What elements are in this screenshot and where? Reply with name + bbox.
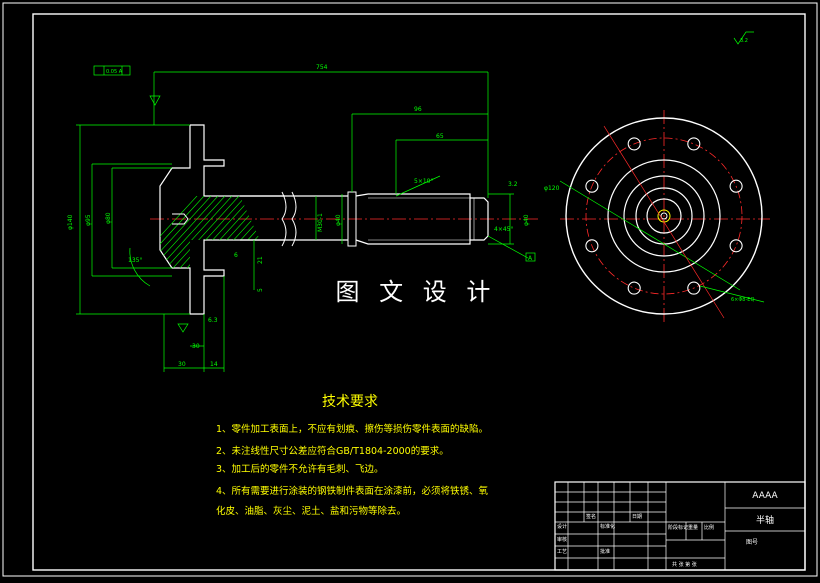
dim-dia-140: φ140: [67, 214, 74, 230]
svg-text:3.2: 3.2: [740, 38, 748, 44]
flange-end-view: φ120 6×Φ8-EQ: [544, 110, 770, 322]
label-sheet: 共 张 第 张: [672, 561, 697, 568]
hatch-line: [217, 168, 260, 268]
dim-len-65: 65: [436, 133, 444, 140]
dim-overall-length: 754: [316, 64, 328, 71]
inner-border: [32, 13, 806, 571]
svg-text:A: A: [528, 255, 533, 262]
flange-outline: [159, 124, 285, 315]
title-block: [554, 481, 806, 571]
bolt-hole: [585, 179, 599, 193]
roughness-symbol-top: 3.2: [733, 31, 754, 45]
label-std: 标准化: [600, 523, 615, 530]
hatch-line: [161, 168, 260, 268]
datum-mark: A: [149, 95, 536, 333]
note-4: 4、所有需要进行涂装的钢铁制件表面在涂漆前，必须将铁锈、氧: [216, 485, 489, 497]
bolt-hole: [687, 137, 701, 151]
break-line-1: [281, 191, 287, 247]
label-date: 日期: [632, 514, 642, 520]
hatch-line: [196, 168, 260, 268]
dim-len-30b: 30: [192, 343, 200, 350]
dim-chamfer-5x10: 5×10°: [414, 178, 433, 185]
section-hatch: [160, 160, 426, 280]
bolt-hole: [627, 281, 641, 295]
label-weight: 重量: [688, 524, 698, 531]
label-design: 设计: [557, 523, 567, 530]
hatch-line: [189, 168, 260, 268]
bolt-pitch-circle: [585, 137, 743, 295]
bolt-hole: [687, 281, 701, 295]
company-name: AAAA: [752, 491, 778, 501]
dim-dia-40-end: φ40: [523, 214, 530, 226]
drawing-number-label: 图号: [746, 539, 758, 546]
title-block-texts: AAAA 半轴 图号 设计 审核 工艺 标准化 批准 阶段标记 重量 比例 共 …: [557, 491, 779, 568]
bolt-hole: [627, 137, 641, 151]
hatch-line: [175, 168, 260, 268]
bolt-hole: [729, 239, 743, 253]
gtol-frame: 0.05 A: [93, 65, 131, 76]
label-scale: 比例: [704, 524, 714, 531]
dim-len-5: 5: [257, 288, 264, 292]
hatch-line: [160, 168, 238, 268]
dim-thread: M30-1: [317, 213, 324, 232]
note-3: 3、加工后的零件不允许有毛刺、飞边。: [216, 463, 384, 475]
note-1: 1、零件加工表面上，不应有划痕、擦伤等损伤零件表面的缺陷。: [216, 423, 488, 435]
dim-dia-80: φ80: [105, 212, 112, 224]
roughness-right: 3.2: [508, 181, 518, 188]
note-2: 2、未注线性尺寸公差应符合GB/T1804-2000的要求。: [216, 445, 449, 457]
hatch-line: [231, 168, 260, 268]
dim-dia-95: φ95: [85, 214, 92, 226]
hatch-line: [252, 168, 260, 268]
dim-len-14: 14: [210, 361, 218, 368]
dim-angle-135: 135°: [128, 257, 142, 264]
dim-len-30a: 30: [178, 361, 186, 368]
hatch-line: [295, 160, 405, 280]
svg-text:0.05 A: 0.05 A: [106, 69, 123, 75]
dim-pitch-6: 6: [234, 252, 238, 259]
dim-len-21: 21: [257, 256, 264, 264]
hatch-line: [160, 168, 252, 268]
tech-notes: 技术要求 1、零件加工表面上，不应有划痕、擦伤等损伤零件表面的缺陷。 2、未注线…: [216, 394, 489, 517]
label-approve: 批准: [600, 548, 610, 555]
watermark: 图 文 设 计: [336, 278, 497, 306]
spline-section: [355, 193, 471, 245]
label-stage: 阶段标记: [668, 524, 688, 531]
notes-title: 技术要求: [322, 394, 378, 410]
hatch-line: [160, 168, 245, 268]
roughness-flange: 6.3: [208, 317, 218, 324]
note-5: 化皮、油脂、灰尘、泥土、盐和污物等除去。: [216, 505, 406, 517]
dimension-lines: [76, 71, 529, 372]
hatch-line: [316, 160, 426, 280]
break-line-2: [291, 191, 297, 247]
bolt-holes: [585, 137, 743, 295]
dim-dia-120: φ120: [544, 185, 560, 192]
hatch-line: [309, 160, 419, 280]
label-check: 审核: [557, 536, 567, 543]
dim-dia-40: φ40: [335, 214, 342, 226]
hatch-line: [274, 160, 384, 280]
dimension-texts: 754 96 65 5×10° 4×45° φ140 φ95 φ80 φ40 M…: [67, 64, 530, 368]
label-process: 工艺: [557, 549, 567, 555]
hatch-line: [168, 168, 260, 268]
hatch-line: [288, 160, 398, 280]
flange-outer-circle: [565, 117, 763, 315]
hatch-line: [238, 168, 260, 268]
hatch-line: [160, 168, 260, 268]
hatch-line: [259, 168, 260, 268]
part-name: 半轴: [756, 514, 774, 526]
hatch-line: [210, 168, 260, 268]
hatch-line: [160, 168, 259, 268]
shaft-end: [470, 197, 489, 241]
bolt-hole: [729, 179, 743, 193]
hatch-line: [182, 168, 260, 268]
label-sign: 签名: [586, 513, 596, 520]
center-bore: [172, 213, 189, 225]
dim-len-96: 96: [414, 106, 422, 113]
bolt-hole: [585, 239, 599, 253]
dim-holes: 6×Φ8-EQ: [731, 297, 754, 303]
dim-chamfer-4x45: 4×45°: [494, 226, 513, 233]
